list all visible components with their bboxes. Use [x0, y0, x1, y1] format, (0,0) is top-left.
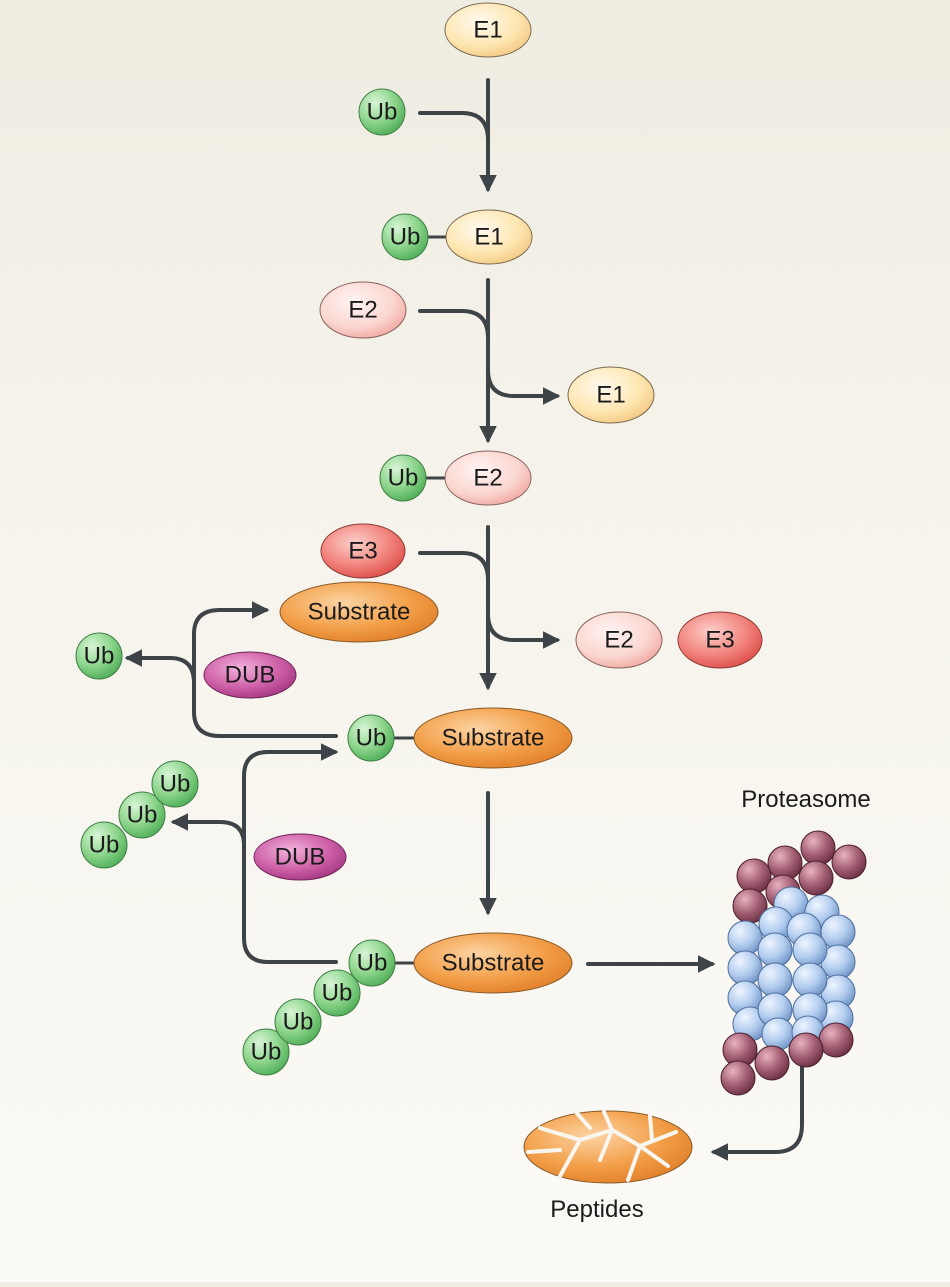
e3-substrate-complex: Substrate E3 [279, 523, 439, 643]
free-ub-chain: Ub Ub Ub [80, 760, 199, 869]
svg-text:DUB: DUB [225, 662, 276, 689]
svg-text:E1: E1 [596, 382, 625, 409]
svg-text:E2: E2 [473, 465, 502, 492]
proteasome-icon [720, 830, 867, 1096]
ub-e2-complex: E2 Ub [379, 450, 532, 506]
dub-1: DUB [203, 651, 297, 699]
proteasome-label: Proteasome [741, 786, 870, 813]
poly-ubiquitinated-substrate: Substrate Ub Ub Ub Ub [242, 932, 573, 1076]
svg-text:Ub: Ub [357, 950, 388, 977]
pathway-arrows [124, 78, 804, 1161]
arrow-e2-merge [418, 309, 490, 340]
arrow-e1-release [486, 368, 561, 405]
svg-text:Substrate: Substrate [442, 950, 545, 977]
svg-text:E1: E1 [473, 17, 502, 44]
arrow-e3-merge [418, 551, 490, 582]
svg-text:E3: E3 [348, 538, 377, 565]
svg-text:Ub: Ub [84, 643, 115, 670]
arrow-ub-merge [418, 111, 490, 142]
ubiquitin-free: Ub [358, 88, 406, 136]
mono-ubiquitinated-substrate: Substrate Ub [347, 707, 573, 769]
svg-text:Ub: Ub [283, 1009, 314, 1036]
svg-text:Ub: Ub [356, 725, 387, 752]
arrow-to-peptides [710, 1063, 804, 1161]
svg-text:E2: E2 [348, 297, 377, 324]
peptides-icon [523, 1110, 693, 1184]
ub-e1-complex: E1 Ub [381, 209, 533, 265]
e1-released: E1 [567, 366, 655, 424]
svg-text:E2: E2 [604, 627, 633, 654]
svg-text:Ub: Ub [251, 1039, 282, 1066]
arrow-dub-1-release-ub [124, 649, 196, 692]
svg-text:Substrate: Substrate [442, 725, 545, 752]
arrow-dub-2-loop [242, 743, 339, 964]
svg-text:Ub: Ub [89, 832, 120, 859]
svg-text:E1: E1 [474, 224, 503, 251]
svg-text:Ub: Ub [388, 465, 419, 492]
svg-text:Ub: Ub [390, 224, 421, 251]
svg-text:Ub: Ub [127, 802, 158, 829]
dub-2: DUB [253, 833, 347, 881]
arrow-e2-e3-release [486, 612, 561, 649]
svg-text:Substrate: Substrate [308, 599, 411, 626]
e2-enzyme: E2 [319, 281, 407, 339]
e2-e3-released: E2 E3 [575, 611, 763, 669]
svg-text:DUB: DUB [275, 844, 326, 871]
svg-text:E3: E3 [705, 627, 734, 654]
svg-text:Ub: Ub [160, 771, 191, 798]
ubiquitin-recycled: Ub [75, 632, 123, 680]
e1-enzyme: E1 [444, 2, 532, 58]
peptides-label: Peptides [550, 1196, 643, 1223]
svg-text:Ub: Ub [322, 980, 353, 1007]
svg-text:Ub: Ub [367, 99, 398, 126]
arrow-dub-2-release-chain [170, 813, 246, 852]
